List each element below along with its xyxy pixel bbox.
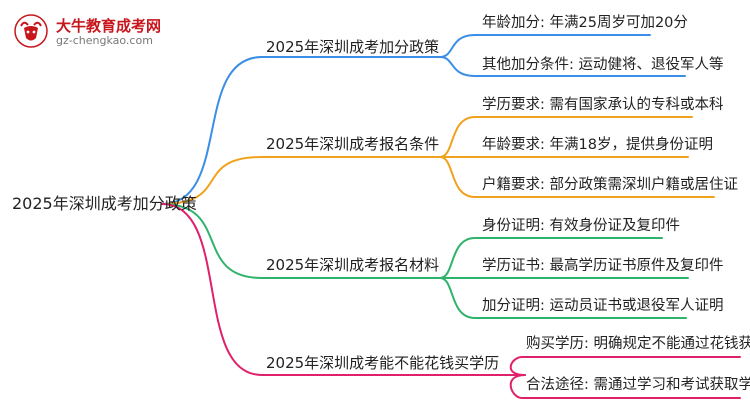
leaf-node: 年龄加分: 年满25周岁可加20分 <box>482 15 688 31</box>
leaf-node: 学历要求: 需有国家承认的专科或本科 <box>482 97 724 113</box>
leaf-connector <box>439 56 686 77</box>
bull-logo-icon <box>14 14 48 48</box>
branch-connector <box>161 203 441 279</box>
leaf-connector <box>439 277 687 319</box>
branch-node-conditions: 2025年深圳成考报名条件 <box>266 135 440 153</box>
leaf-connector <box>439 34 651 58</box>
leaf-node: 年龄要求: 年满18岁，提供身份证明 <box>482 137 713 153</box>
root-node: 2025年深圳成考加分政策 <box>12 194 197 213</box>
branch-node-materials: 2025年深圳成考报名材料 <box>266 256 440 274</box>
branch-connector <box>161 56 441 205</box>
logo-url: gz-chengkao.com <box>56 34 153 47</box>
leaf-connector <box>509 356 741 376</box>
leaf-node: 购买学历: 明确规定不能通过花钱获得 <box>526 336 750 352</box>
leaf-node: 户籍要求: 部分政策需深圳户籍或居住证 <box>482 177 738 193</box>
leaf-node: 学历证书: 最高学历证书原件及复印件 <box>482 258 724 274</box>
leaf-connector <box>439 116 693 158</box>
leaf-node: 加分证明: 运动员证书或退役军人证明 <box>482 298 724 314</box>
branch-node-policy: 2025年深圳成考加分政策 <box>266 38 440 56</box>
leaf-connector <box>439 156 715 198</box>
leaf-connector <box>509 374 741 399</box>
branch-connector <box>161 156 441 205</box>
branch-node-buy-degree: 2025年深圳成考能不能花钱买学历 <box>266 354 500 372</box>
site-logo[interactable]: 大牛教育成考网 gz-chengkao.com <box>8 12 178 52</box>
leaf-node: 其他加分条件: 运动健将、退役军人等 <box>482 57 724 73</box>
leaf-node: 合法途径: 需通过学习和考试获取学历 <box>526 377 750 393</box>
leaf-node: 身份证明: 有效身份证及复印件 <box>482 218 680 234</box>
logo-title: 大牛教育成考网 <box>56 17 162 35</box>
leaf-connector <box>439 237 663 279</box>
branch-connector <box>161 203 526 376</box>
